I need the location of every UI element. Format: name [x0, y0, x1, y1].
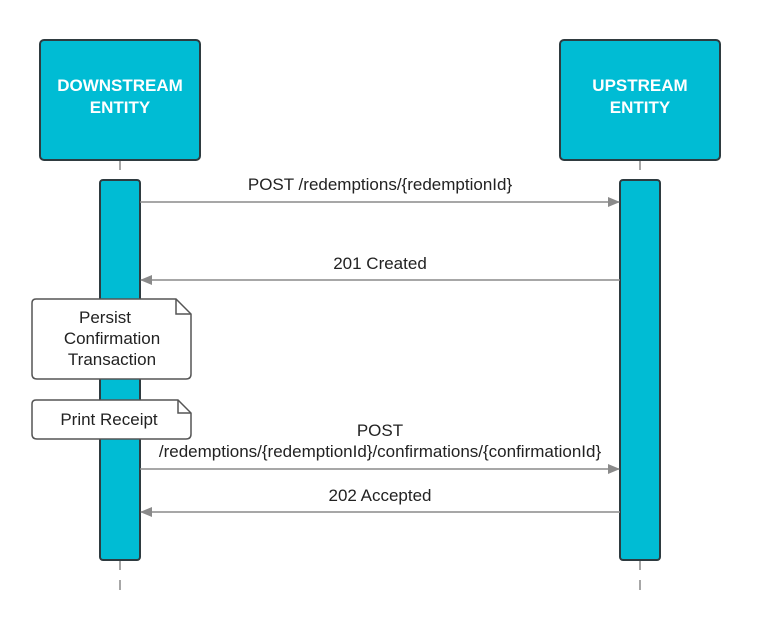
participant-downstream-label-line1: DOWNSTREAM	[57, 76, 183, 95]
note-persist-line2: Confirmation	[64, 329, 160, 348]
message-post-confirmation-label-line2: /redemptions/{redemptionId}/confirmation…	[159, 442, 602, 461]
message-post-confirmation-label-line1: POST	[357, 421, 403, 440]
note-print-receipt: Print Receipt	[31, 399, 192, 440]
message-202-accepted: 202 Accepted	[140, 486, 620, 517]
participant-upstream: UPSTREAM ENTITY	[559, 39, 721, 161]
participant-downstream-label-line2: ENTITY	[90, 98, 151, 117]
message-201-created-label: 201 Created	[333, 254, 427, 273]
message-post-confirmation: POST /redemptions/{redemptionId}/confirm…	[140, 421, 620, 474]
participant-upstream-label-line2: ENTITY	[610, 98, 671, 117]
note-print-receipt-label: Print Receipt	[60, 410, 158, 429]
message-post-redemption: POST /redemptions/{redemptionId}	[140, 175, 620, 207]
note-persist-confirmation: Persist Confirmation Transaction	[31, 298, 192, 380]
message-201-created: 201 Created	[140, 254, 620, 285]
note-print-receipt-fold	[177, 400, 191, 414]
note-print-receipt-box	[31, 399, 192, 440]
participant-upstream-label-line1: UPSTREAM	[592, 76, 687, 95]
message-202-accepted-label: 202 Accepted	[328, 486, 431, 505]
participant-downstream: DOWNSTREAM ENTITY	[39, 39, 201, 161]
note-persist-confirmation-box	[31, 298, 192, 380]
participant-downstream-box	[39, 39, 201, 161]
note-persist-line3: Transaction	[68, 350, 156, 369]
activation-bar-upstream	[619, 179, 661, 561]
note-persist-line1: Persist	[79, 308, 131, 327]
participant-upstream-box	[559, 39, 721, 161]
note-persist-confirmation-fold	[175, 299, 191, 315]
message-post-redemption-label: POST /redemptions/{redemptionId}	[248, 175, 513, 194]
